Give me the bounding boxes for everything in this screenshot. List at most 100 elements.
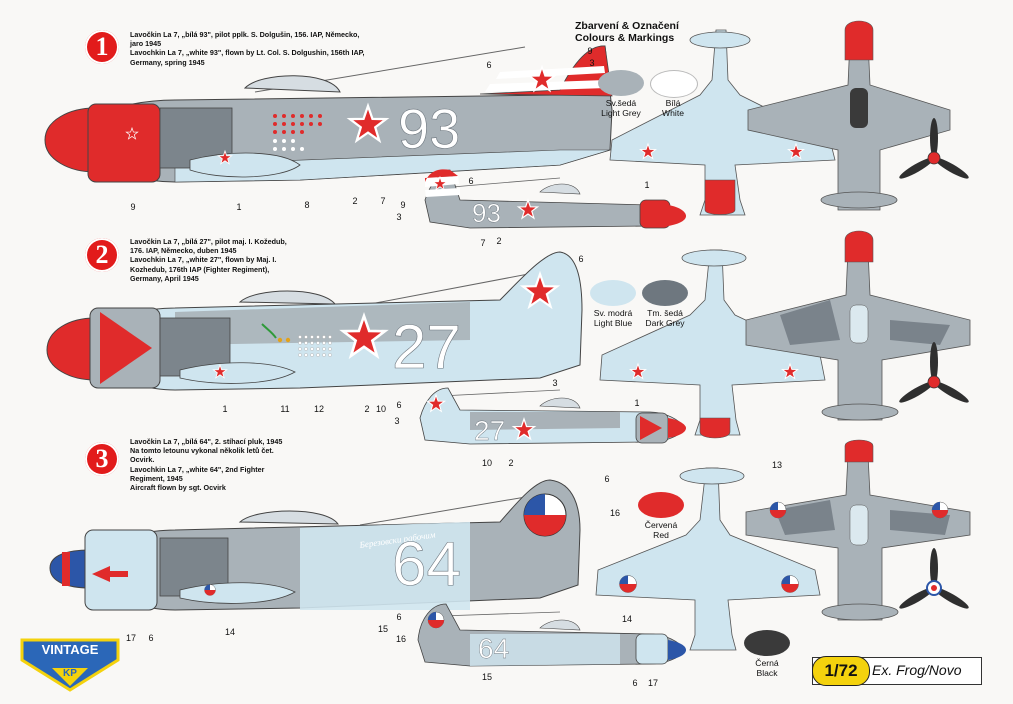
callout: 7 bbox=[480, 238, 486, 248]
s3-underside-view bbox=[595, 467, 821, 651]
scheme-1-badge: 1 bbox=[85, 30, 119, 64]
scheme-2-caption: Lavočkin La 7, „bílá 27", pilot maj. I. … bbox=[130, 237, 287, 283]
s2-side-view-large: 27 bbox=[46, 251, 583, 391]
callout: 10 bbox=[481, 458, 492, 468]
callout: 9 bbox=[400, 200, 406, 210]
callout: 2 bbox=[508, 458, 514, 468]
callout: 3 bbox=[552, 378, 558, 388]
callout: 2 bbox=[352, 196, 358, 206]
legend-title-en: Colours & Markings bbox=[575, 32, 675, 44]
swatch-cz: Sv. modrá bbox=[593, 308, 633, 318]
callout: 2 bbox=[364, 404, 370, 414]
swatch-en: Red bbox=[653, 530, 669, 540]
callout: 6 bbox=[604, 474, 610, 484]
s3-code-small: 64 bbox=[478, 633, 509, 664]
callout: 12 bbox=[313, 404, 324, 414]
callout: 10 bbox=[375, 404, 386, 414]
scheme-3-caption: Lavočkin La 7, „bílá 64", 2. stíhací plu… bbox=[130, 437, 282, 492]
caption-line: Lavočkin La 7, „bílá 64", 2. stíhací plu… bbox=[130, 437, 283, 446]
swatch-dark-grey bbox=[642, 280, 688, 306]
s1-underside-view bbox=[609, 29, 836, 216]
callout: 9 bbox=[130, 202, 136, 212]
caption-line: Kozhedub, 176th IAP (Fighter Regiment), bbox=[130, 264, 270, 274]
swatch-en: Light Blue bbox=[593, 318, 633, 328]
s2-code-large: 27 bbox=[392, 313, 461, 382]
caption-line: Regiment, 1945 bbox=[130, 473, 183, 483]
callout: 16 bbox=[395, 634, 406, 644]
s3-propeller bbox=[899, 548, 969, 609]
legend-title-cz: Zbarvení & Označení bbox=[575, 20, 679, 32]
s1-topside-view bbox=[747, 20, 951, 211]
s2-side-view-small: 27 bbox=[419, 387, 686, 446]
swatch-en: White bbox=[662, 108, 684, 118]
swatch-light-blue bbox=[590, 280, 636, 306]
callout: 14 bbox=[224, 627, 235, 637]
legend-title: Zbarvení & Označení Colours & Markings bbox=[575, 20, 679, 44]
caption-line: jaro 1945 bbox=[130, 39, 162, 49]
s1-code-small: 93 bbox=[472, 198, 501, 228]
vintage-kp-logo-shape bbox=[20, 638, 120, 692]
scheme-2-badge: 2 bbox=[85, 238, 119, 272]
s1-code-large: 93 bbox=[398, 97, 460, 160]
callout: 13 bbox=[771, 460, 782, 470]
callout: 3 bbox=[394, 416, 400, 426]
swatch-en: Black bbox=[756, 668, 778, 678]
callout: 1 bbox=[236, 202, 242, 212]
callout: 1 bbox=[644, 180, 650, 190]
swatch-en: Dark Grey bbox=[645, 318, 685, 328]
callout: 9 bbox=[587, 46, 593, 56]
callout: 6 bbox=[468, 176, 474, 186]
scale-ratio: 1/72 bbox=[812, 656, 870, 686]
swatch-red bbox=[638, 492, 684, 518]
swatch-en: Light Grey bbox=[601, 108, 641, 118]
callout: 6 bbox=[632, 678, 638, 688]
callout: 17 bbox=[125, 633, 136, 643]
swatch-label-light-grey: Sv.šedá Light Grey bbox=[586, 98, 656, 118]
swatch-label-dark-grey: Tm. šedá Dark Grey bbox=[630, 308, 700, 328]
caption-line: Lavochkin La 7, „white 64", 2nd Fighter bbox=[130, 464, 265, 474]
s1-side-view-large: 93 bbox=[44, 45, 613, 183]
callout: 15 bbox=[481, 672, 492, 682]
callout: 6 bbox=[486, 60, 492, 70]
s3-side-view-large: Березовски рабочим 64 bbox=[49, 479, 581, 611]
swatch-black bbox=[744, 630, 790, 656]
caption-line: Na tomto letounu vykonal několik letů če… bbox=[130, 446, 274, 456]
scale-note: Ex. Frog/Novo bbox=[872, 662, 962, 678]
caption-line: Aircraft flown by sgt. Ocvirk bbox=[130, 483, 226, 493]
callout: 3 bbox=[589, 58, 595, 68]
s3-side-view-small: 64 bbox=[417, 603, 686, 667]
swatch-label-light-blue: Sv. modrá Light Blue bbox=[578, 308, 648, 328]
callout: 7 bbox=[380, 196, 386, 206]
scheme-3-badge: 3 bbox=[85, 442, 119, 476]
caption-line: Germany, April 1945 bbox=[130, 273, 199, 283]
s2-underside-view bbox=[599, 249, 826, 439]
caption-line: Lavochkin La 7, „white 93", flown by Lt.… bbox=[130, 48, 365, 58]
caption-line: 176. IAP, Německo, duben 1945 bbox=[130, 246, 237, 256]
s2-code-small: 27 bbox=[474, 415, 505, 446]
callout: 2 bbox=[496, 236, 502, 246]
callout: 6 bbox=[578, 254, 584, 264]
logo-bottom-text: KP bbox=[63, 668, 77, 679]
swatch-label-black: Černá Black bbox=[732, 658, 802, 678]
callout: 14 bbox=[621, 614, 632, 624]
callout: 3 bbox=[396, 212, 402, 222]
logo-top-text: VINTAGE bbox=[41, 642, 99, 657]
swatch-cz: Černá bbox=[755, 658, 779, 668]
callout: 6 bbox=[396, 400, 402, 410]
caption-line: Germany, spring 1945 bbox=[130, 57, 205, 67]
swatch-cz: Tm. šedá bbox=[647, 308, 683, 318]
callout: 8 bbox=[304, 200, 310, 210]
s2-topside-view bbox=[745, 230, 971, 421]
swatch-cz: Bílá bbox=[665, 98, 681, 108]
s2-propeller bbox=[899, 342, 969, 403]
caption-line: Lavočkin La 7, „bílá 27", pilot maj. I. … bbox=[130, 237, 287, 246]
swatch-light-grey bbox=[598, 70, 644, 96]
swatch-cz: Červená bbox=[644, 520, 678, 530]
callout: 17 bbox=[647, 678, 658, 688]
s3-topside-view bbox=[745, 439, 971, 621]
swatch-label-red: Červená Red bbox=[626, 520, 696, 540]
caption-line: Ocvirk. bbox=[130, 455, 155, 465]
swatch-label-white: Bílá White bbox=[638, 98, 708, 118]
